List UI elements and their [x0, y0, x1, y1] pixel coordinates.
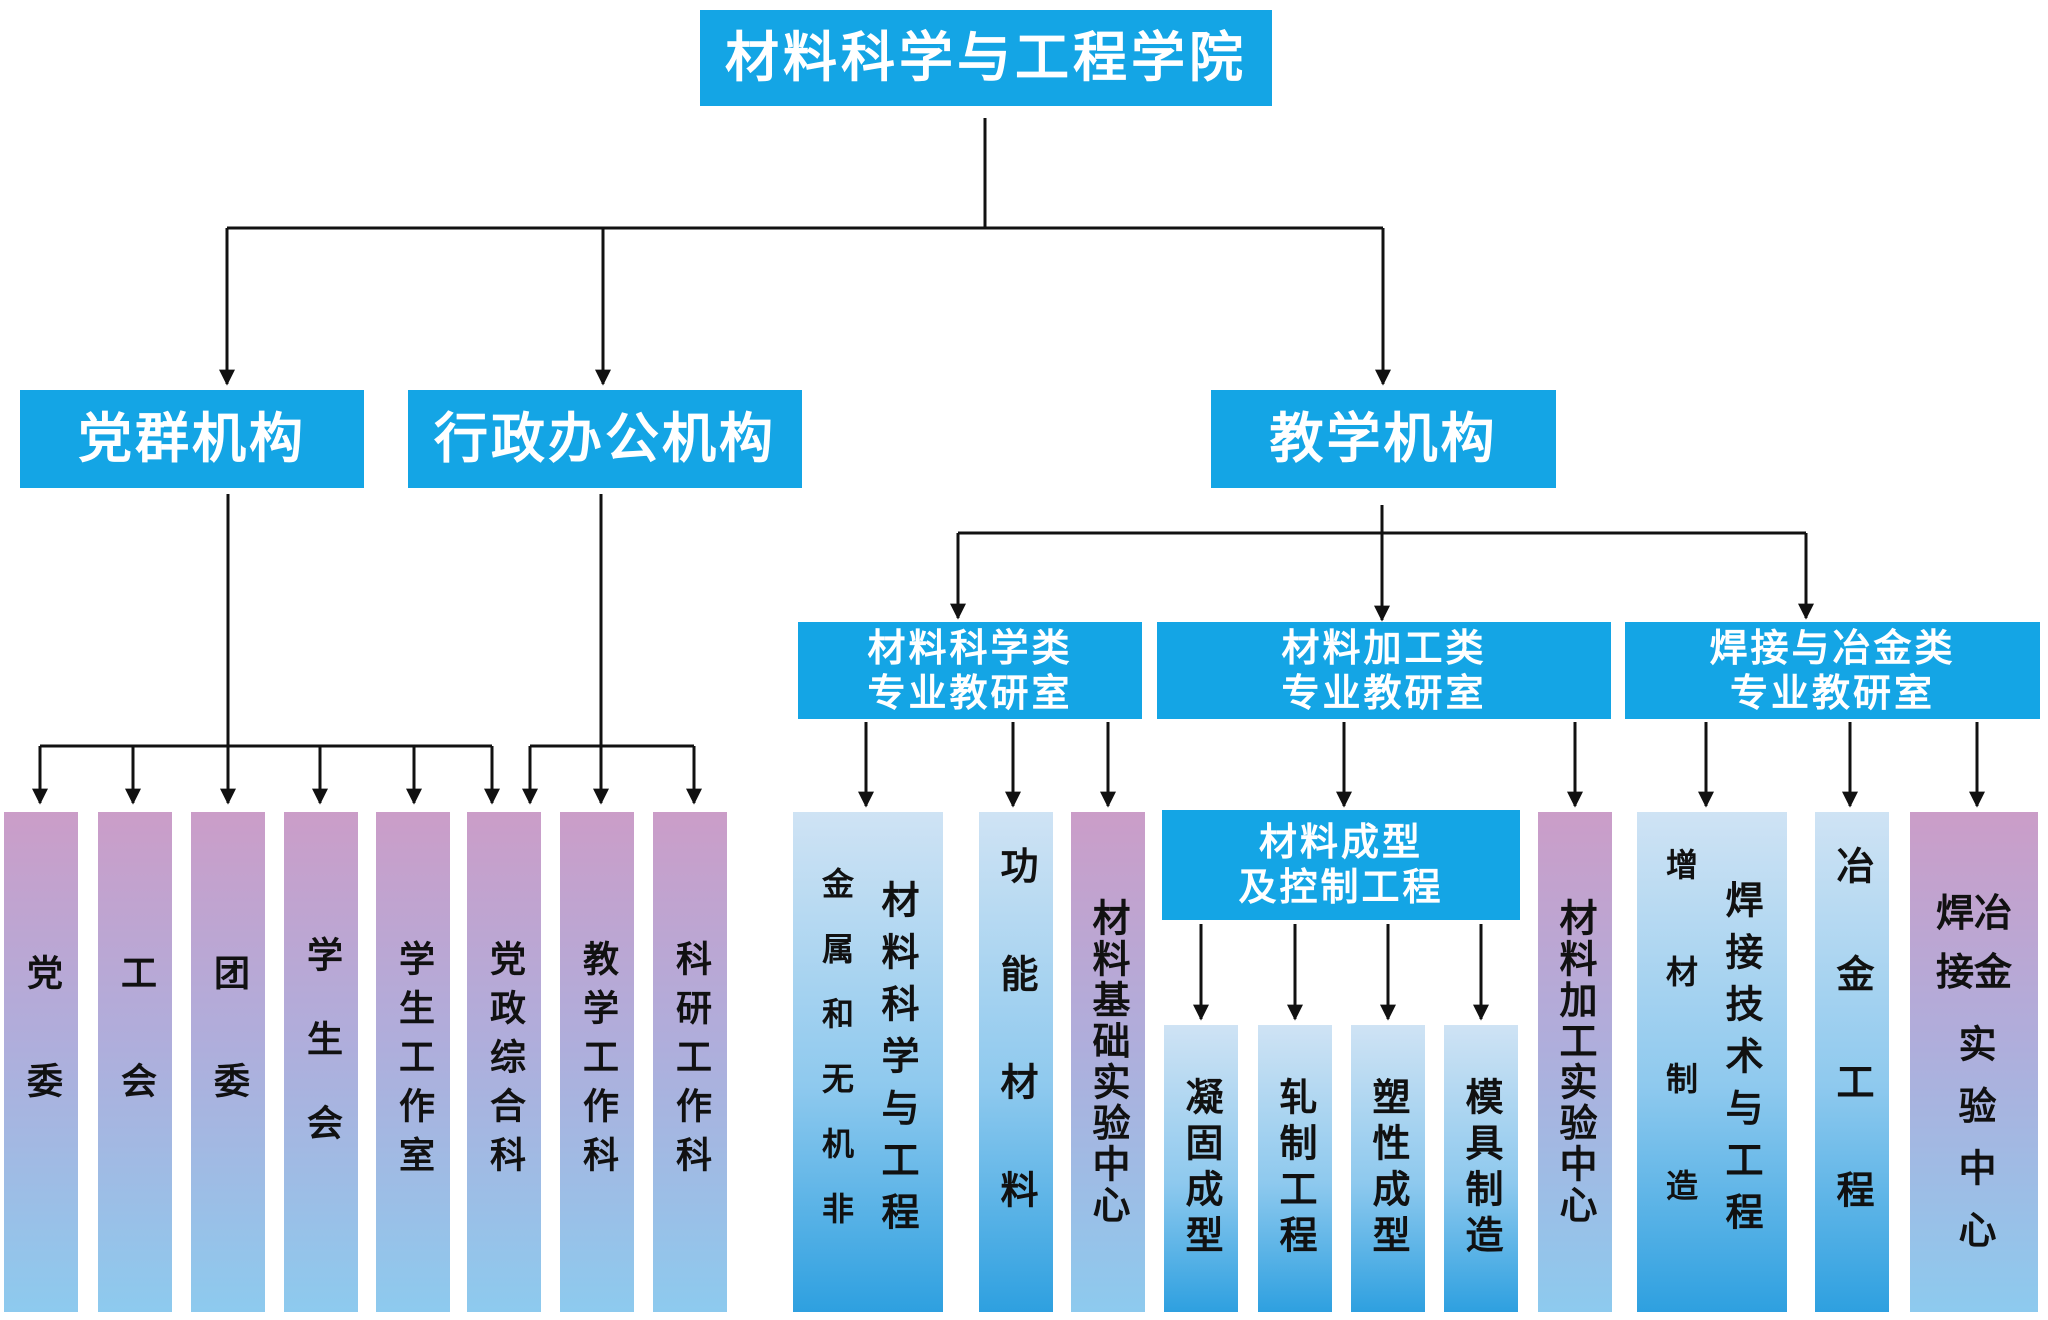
labor-union-box: 工会: [98, 812, 172, 1312]
admin-organization-box: 行政办公机构: [408, 390, 802, 488]
metallurgical-engineering-box: 冶金工程: [1815, 812, 1889, 1312]
root-college-box: 材料科学与工程学院: [700, 10, 1272, 106]
materials-science-engineering-label: 材料科学与工程: [875, 880, 919, 1244]
research-affairs-office-label: 科研工作科: [670, 939, 711, 1185]
party-committee-label: 党委: [21, 954, 62, 1170]
materials-processing-lab-box: 材料加工实验中心: [1538, 812, 1612, 1312]
rolling-engineering-label: 轧制工程: [1273, 1076, 1317, 1261]
materials-science-office-line1: 材料科学类: [867, 625, 1073, 670]
forming-control-engineering-box: 材料成型 及控制工程: [1162, 810, 1520, 920]
materials-fundamental-lab-box: 材料基础实验中心: [1071, 812, 1145, 1312]
materials-processing-office-line1: 材料加工类: [1281, 625, 1487, 670]
materials-science-office-box: 材料科学类 专业教研室: [798, 622, 1142, 719]
party-organization-box: 党群机构: [20, 390, 364, 488]
student-affairs-office-label: 学生工作室: [393, 939, 434, 1185]
materials-fundamental-lab-label: 材料基础实验中心: [1086, 898, 1130, 1226]
teaching-affairs-office-label: 教学工作科: [577, 939, 618, 1185]
mold-manufacturing-label: 模具制造: [1459, 1076, 1503, 1261]
labor-union-label: 工会: [115, 954, 156, 1170]
research-affairs-office-box: 科研工作科: [653, 812, 727, 1312]
welding-metallurgy-office-line1: 焊接与冶金类: [1709, 625, 1956, 670]
welding-metallurgy-office-box: 焊接与冶金类 专业教研室: [1625, 622, 2040, 719]
forming-control-engineering-line1: 材料成型: [1258, 820, 1423, 865]
teaching-organization-box: 教学机构: [1211, 390, 1556, 488]
plastic-forming-box: 塑性成型: [1351, 1025, 1425, 1312]
teaching-organization-label: 教学机构: [1269, 407, 1498, 471]
solidification-forming-box: 凝固成型: [1164, 1025, 1238, 1312]
materials-processing-lab-label: 材料加工实验中心: [1553, 898, 1597, 1226]
student-union-box: 学生会: [284, 812, 358, 1312]
student-union-label: 学生会: [301, 936, 342, 1188]
welding-technology-box: 焊接技术与工程 增材制造: [1637, 812, 1787, 1312]
root-college-label: 材料科学与工程学院: [725, 26, 1247, 90]
functional-materials-label: 功能材料: [994, 846, 1038, 1278]
mold-manufacturing-box: 模具制造: [1444, 1025, 1518, 1312]
forming-control-engineering-line2: 及控制工程: [1238, 865, 1444, 909]
admin-organization-label: 行政办公机构: [434, 407, 776, 471]
materials-science-office-line2: 专业教研室: [867, 670, 1073, 715]
welding-metallurgy-lab-label: 焊冶接金: [1935, 891, 2012, 994]
youth-league-label: 团委: [208, 954, 249, 1170]
solidification-forming-label: 凝固成型: [1179, 1076, 1223, 1261]
metallurgical-engineering-label: 冶金工程: [1830, 846, 1874, 1278]
party-admin-office-box: 党政综合科: [467, 812, 541, 1312]
party-committee-box: 党委: [4, 812, 78, 1312]
materials-science-engineering-box: 材料科学与工程 金属和无机非: [793, 812, 943, 1312]
party-organization-label: 党群机构: [78, 407, 306, 471]
metal-inorganic-label: 金属和无机非: [817, 867, 855, 1257]
welding-technology-label: 焊接技术与工程: [1719, 880, 1763, 1244]
teaching-affairs-office-box: 教学工作科: [560, 812, 634, 1312]
welding-metallurgy-lab-box: 焊冶接金 实验中心: [1910, 812, 2038, 1312]
materials-processing-office-box: 材料加工类 专业教研室: [1157, 622, 1611, 719]
materials-processing-office-line2: 专业教研室: [1281, 670, 1487, 715]
student-affairs-office-box: 学生工作室: [376, 812, 450, 1312]
welding-metallurgy-office-line2: 专业教研室: [1729, 670, 1935, 715]
experiment-center-label: 实验中心: [1952, 1023, 1996, 1272]
additive-manufacturing-label: 增材制造: [1661, 848, 1699, 1276]
rolling-engineering-box: 轧制工程: [1258, 1025, 1332, 1312]
functional-materials-box: 功能材料: [979, 812, 1053, 1312]
plastic-forming-label: 塑性成型: [1366, 1076, 1410, 1261]
youth-league-box: 团委: [191, 812, 265, 1312]
party-admin-office-label: 党政综合科: [484, 939, 525, 1185]
